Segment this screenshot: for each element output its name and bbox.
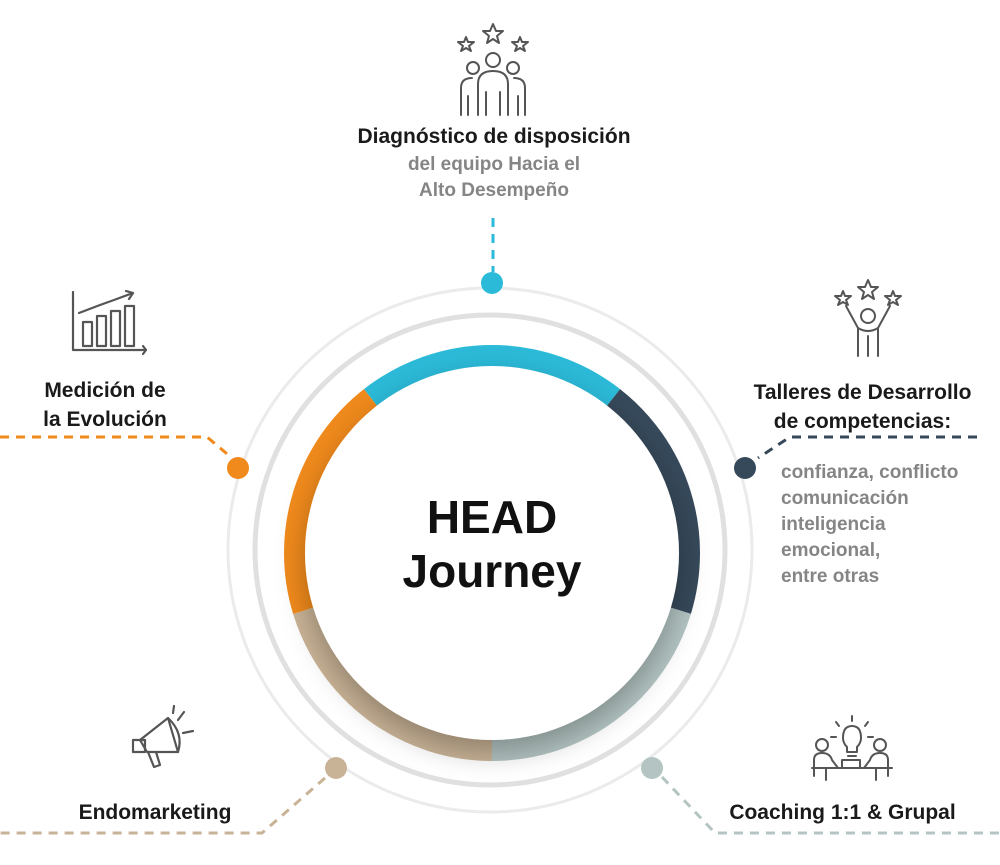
- connector-talleres: [757, 435, 977, 460]
- medicion-title: Medición de la Evolución: [10, 376, 200, 434]
- talleres-subtitle-line-1: confianza, conflicto: [781, 462, 959, 483]
- meeting-idea-icon: [811, 715, 893, 781]
- node-endomarketing: [325, 757, 347, 779]
- segment-orange: [284, 389, 378, 614]
- growth-chart-icon: [71, 289, 148, 356]
- center-disc: [305, 366, 679, 740]
- talleres-subtitle-line-3: inteligencia: [781, 514, 886, 535]
- diagnostico-title: Diagnóstico de disposición: [0, 122, 988, 151]
- talleres-subtitle-line-5: entre otras: [781, 566, 880, 587]
- segment-tan: [293, 607, 493, 761]
- connector-medicion: [0, 435, 233, 460]
- diagnostico-subtitle-line-2: Alto Desempeño: [419, 180, 569, 201]
- talleres-title-line-2: de competencias:: [773, 410, 952, 433]
- node-medicion: [227, 457, 249, 479]
- diagnostico-subtitle: del equipo Hacia el Alto Desempeño: [0, 152, 988, 204]
- coaching-title-line: Coaching 1:1 & Grupal: [729, 801, 956, 824]
- node-talleres: [734, 457, 756, 479]
- medicion-title-line-2: la Evolución: [43, 408, 167, 431]
- talleres-title: Talleres de Desarrollo de competencias:: [730, 378, 995, 436]
- diagnostico-subtitle-line-1: del equipo Hacia el: [407, 154, 581, 175]
- talleres-subtitle-line-4: emocional,: [781, 540, 881, 561]
- talleres-subtitle-line-2: comunicación: [781, 488, 909, 509]
- center-title-line-2: Journey: [402, 545, 582, 597]
- talleres-title-line-1: Talleres de Desarrollo: [753, 381, 972, 404]
- megaphone-icon: [131, 704, 195, 769]
- person-stars-icon: [834, 279, 902, 357]
- segment-ring: [284, 345, 700, 761]
- node-diagnostico: [481, 272, 503, 294]
- connector-endomarketing: [0, 776, 326, 835]
- middle-ring: [252, 312, 728, 788]
- diagnostico-title-line: Diagnóstico de disposición: [357, 125, 631, 148]
- node-coaching: [641, 757, 663, 779]
- segment-sage: [491, 607, 691, 761]
- segment-navy: [606, 389, 700, 614]
- coaching-title: Coaching 1:1 & Grupal: [700, 798, 985, 827]
- center-title-line-1: HEAD: [426, 491, 558, 543]
- team-stars-icon: [457, 23, 529, 116]
- segment-teal: [363, 345, 621, 407]
- endomarketing-title: Endomarketing: [40, 798, 270, 827]
- endomarketing-title-line: Endomarketing: [78, 801, 232, 824]
- talleres-subtitle: confianza, conflicto comunicación inteli…: [781, 460, 958, 590]
- center-title: HEAD Journey: [392, 490, 592, 598]
- medicion-title-line-1: Medición de: [44, 379, 166, 402]
